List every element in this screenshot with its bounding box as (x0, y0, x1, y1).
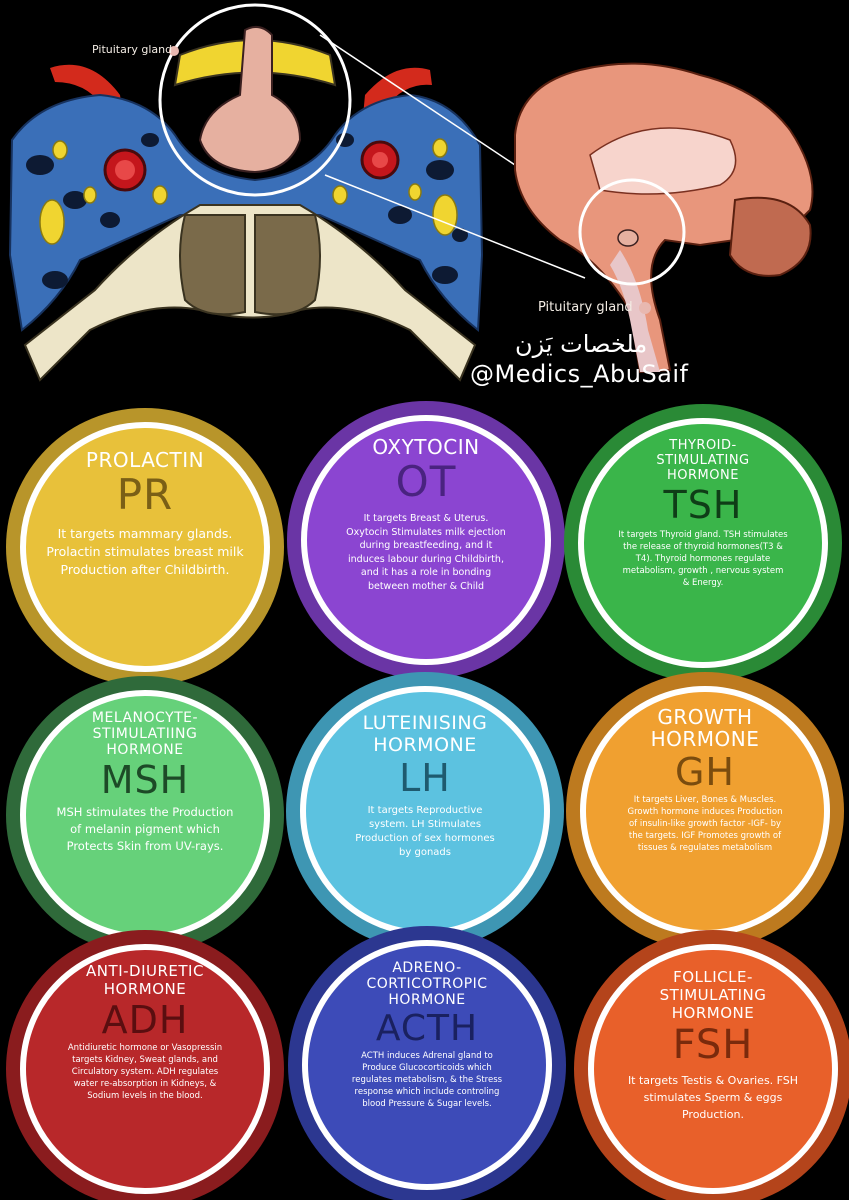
zoom-circle-right (578, 178, 686, 286)
pituitary-gland (198, 25, 302, 174)
hormone-name: ANTI-DIURETIC HORMONE (86, 962, 204, 998)
hormone-abbr: LH (399, 756, 451, 800)
hormone-abbr: MSH (100, 758, 190, 802)
hormone-card-fsh: FOLLICLE- STIMULATING HORMONE FSH It tar… (588, 944, 838, 1194)
hormone-description: It targets mammary glands. Prolactin sti… (46, 526, 244, 577)
hormone-name: OXYTOCIN (372, 435, 480, 459)
hormone-abbr: GH (674, 750, 736, 794)
hormone-abbr: TSH (663, 483, 743, 527)
hormone-card-gh: GROWTH HORMONE GH It targets Liver, Bone… (580, 686, 830, 936)
header-illustration: Pituitary gland Pituitary gland ملخصات ي… (0, 0, 849, 420)
hormone-description: It targets Reproductive system. LH Stimu… (355, 805, 495, 858)
hormone-card-msh: MELANOCYTE- STIMULATIING HORMONE MSH MSH… (20, 690, 270, 940)
zoom-circle-left (158, 3, 352, 197)
sphenoid-bone (23, 204, 477, 382)
hormone-abbr: PR (116, 470, 174, 519)
hormone-card-acth: ADRENO- CORTICOTROPIC HORMONE ACTH ACTH … (302, 940, 552, 1190)
hormone-card-prolactin: PROLACTIN PR It targets mammary glands. … (20, 422, 270, 672)
hormone-abbr: FSH (672, 1022, 754, 1068)
hormone-card-oxytocin: OXYTOCIN OT It targets Breast & Uterus. … (301, 415, 551, 665)
hormone-card-tsh: THYROID- STIMULATING HORMONE TSH It targ… (578, 418, 828, 668)
hormone-name: GROWTH HORMONE (650, 705, 760, 751)
hormone-description: ACTH induces Adrenal gland to Produce Gl… (351, 1051, 503, 1109)
hormone-description: It targets Liver, Bones & Muscles. Growt… (627, 795, 783, 853)
pituitary-label-right: Pituitary gland (538, 300, 633, 315)
hormone-abbr: ADH (101, 998, 189, 1042)
hormone-name: LUTEINISING HORMONE (362, 712, 488, 756)
hormone-description: It targets Thyroid gland. TSH stimulates… (618, 530, 788, 588)
pituitary-label-left: Pituitary gland (92, 43, 173, 56)
anatomy-illustration (8, 3, 814, 382)
hormone-description: MSH stimulates the Production of melanin… (56, 805, 234, 853)
hormone-card-adh: ANTI-DIURETIC HORMONE ADH Antidiuretic h… (20, 944, 270, 1194)
hormone-description: Antidiuretic hormone or Vasopressin targ… (67, 1043, 223, 1101)
hormone-abbr: OT (395, 457, 457, 506)
hormone-card-lh: LUTEINISING HORMONE LH It targets Reprod… (300, 686, 550, 936)
hormone-abbr: ACTH (375, 1008, 479, 1049)
arabic-title: ملخصات يَزن (515, 330, 648, 358)
hormone-name: MELANOCYTE- STIMULATIING HORMONE (91, 710, 199, 758)
cerebellum (728, 196, 812, 277)
hormone-description: It targets Breast & Uterus. Oxytocin Sti… (346, 513, 506, 592)
hormone-name: FOLLICLE- STIMULATING HORMONE (659, 968, 767, 1022)
hormone-description: It targets Testis & Ovaries. FSH stimula… (627, 1074, 799, 1121)
hormone-name: THYROID- STIMULATING HORMONE (656, 438, 750, 483)
author-handle: @Medics_AbuSaif (470, 360, 689, 388)
hormone-name: PROLACTIN (85, 448, 205, 472)
hormone-name: ADRENO- CORTICOTROPIC HORMONE (366, 960, 488, 1008)
